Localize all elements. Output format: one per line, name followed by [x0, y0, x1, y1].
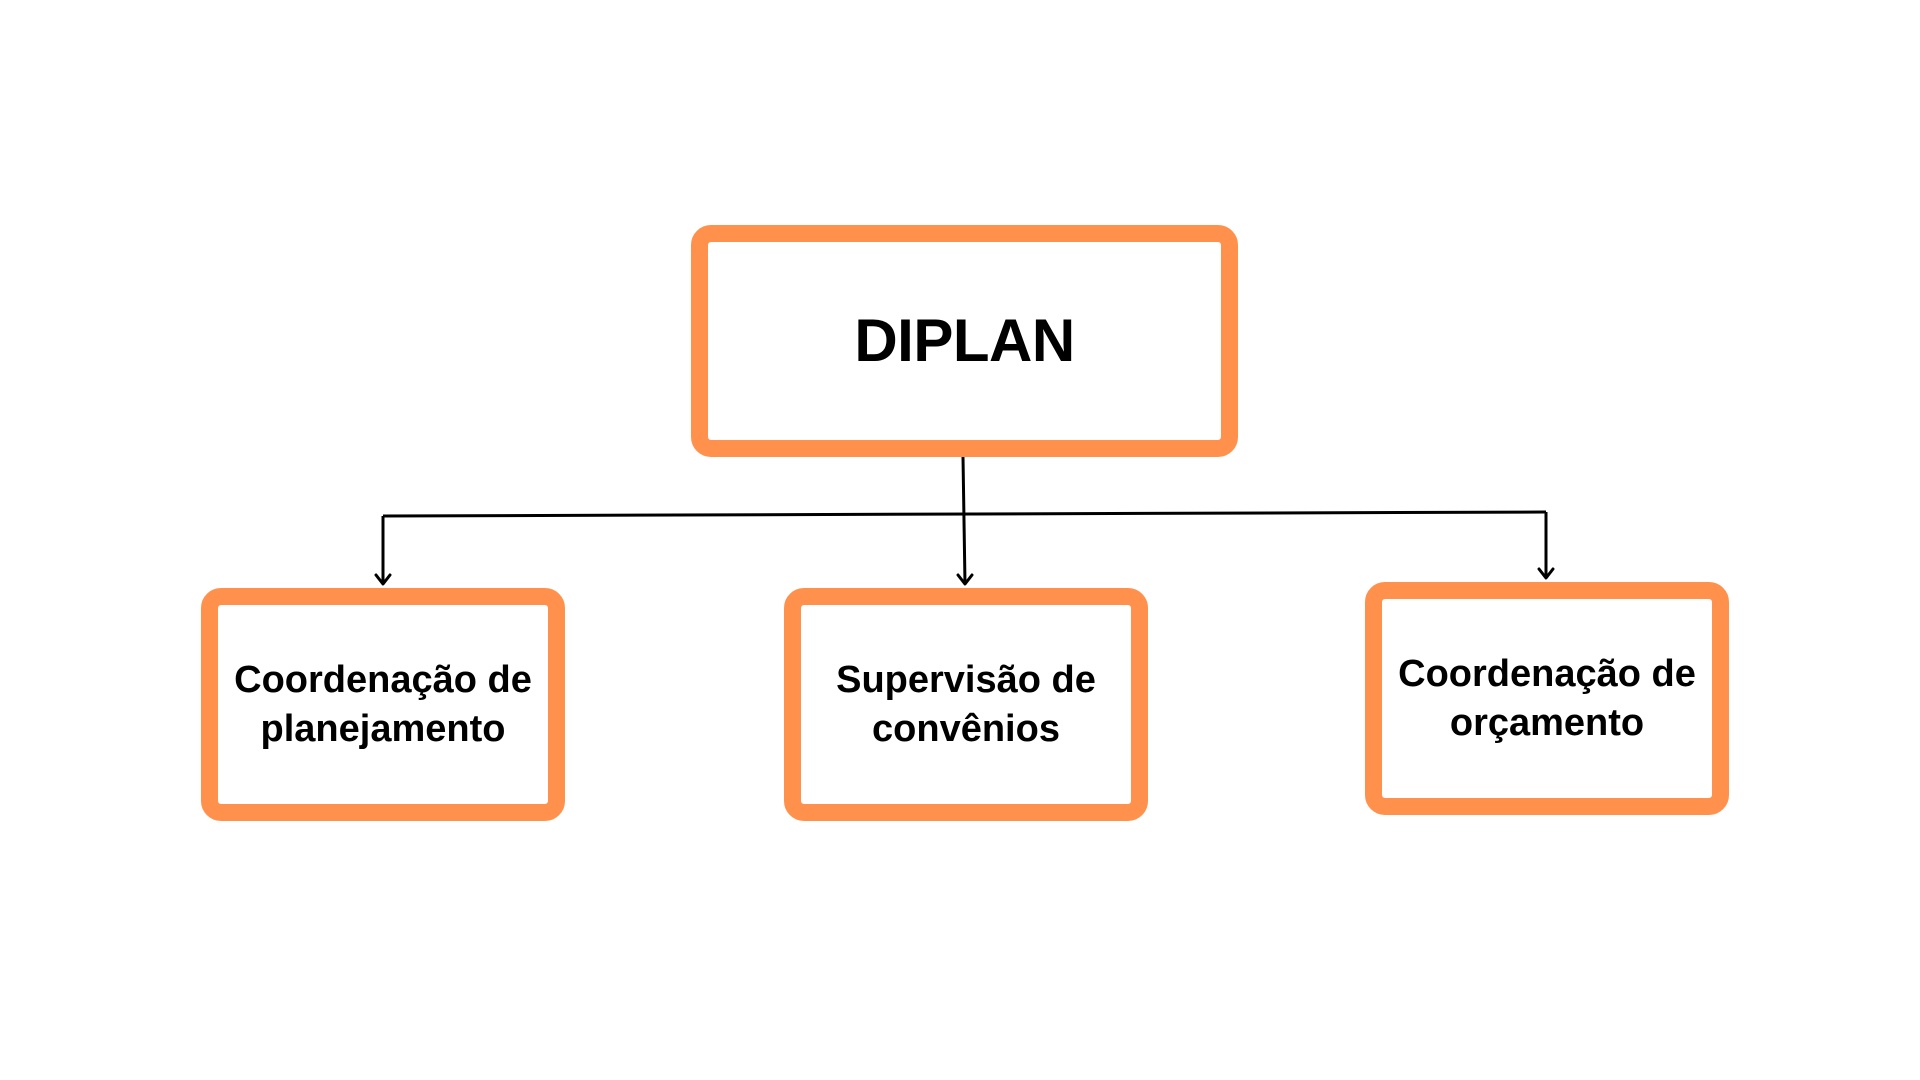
root-node-label: DIPLAN	[854, 307, 1075, 374]
child-node-label: Coordenação de planejamento	[234, 658, 532, 750]
arrowhead-right	[1537, 567, 1555, 580]
child-node-label: Supervisão de convênios	[836, 658, 1096, 750]
child-node-planejamento: Coordenação de planejamento	[201, 588, 565, 821]
connector-bus	[382, 510, 1547, 518]
child-node-convenios: Supervisão de convênios	[784, 588, 1148, 821]
connector-trunk	[961, 456, 967, 585]
child-node-orcamento: Coordenação de orçamento	[1365, 582, 1729, 815]
arrowhead-middle	[956, 573, 974, 586]
arrowhead-left	[374, 573, 392, 586]
root-node-diplan: DIPLAN	[691, 225, 1238, 457]
child-node-label: Coordenação de orçamento	[1398, 652, 1696, 744]
